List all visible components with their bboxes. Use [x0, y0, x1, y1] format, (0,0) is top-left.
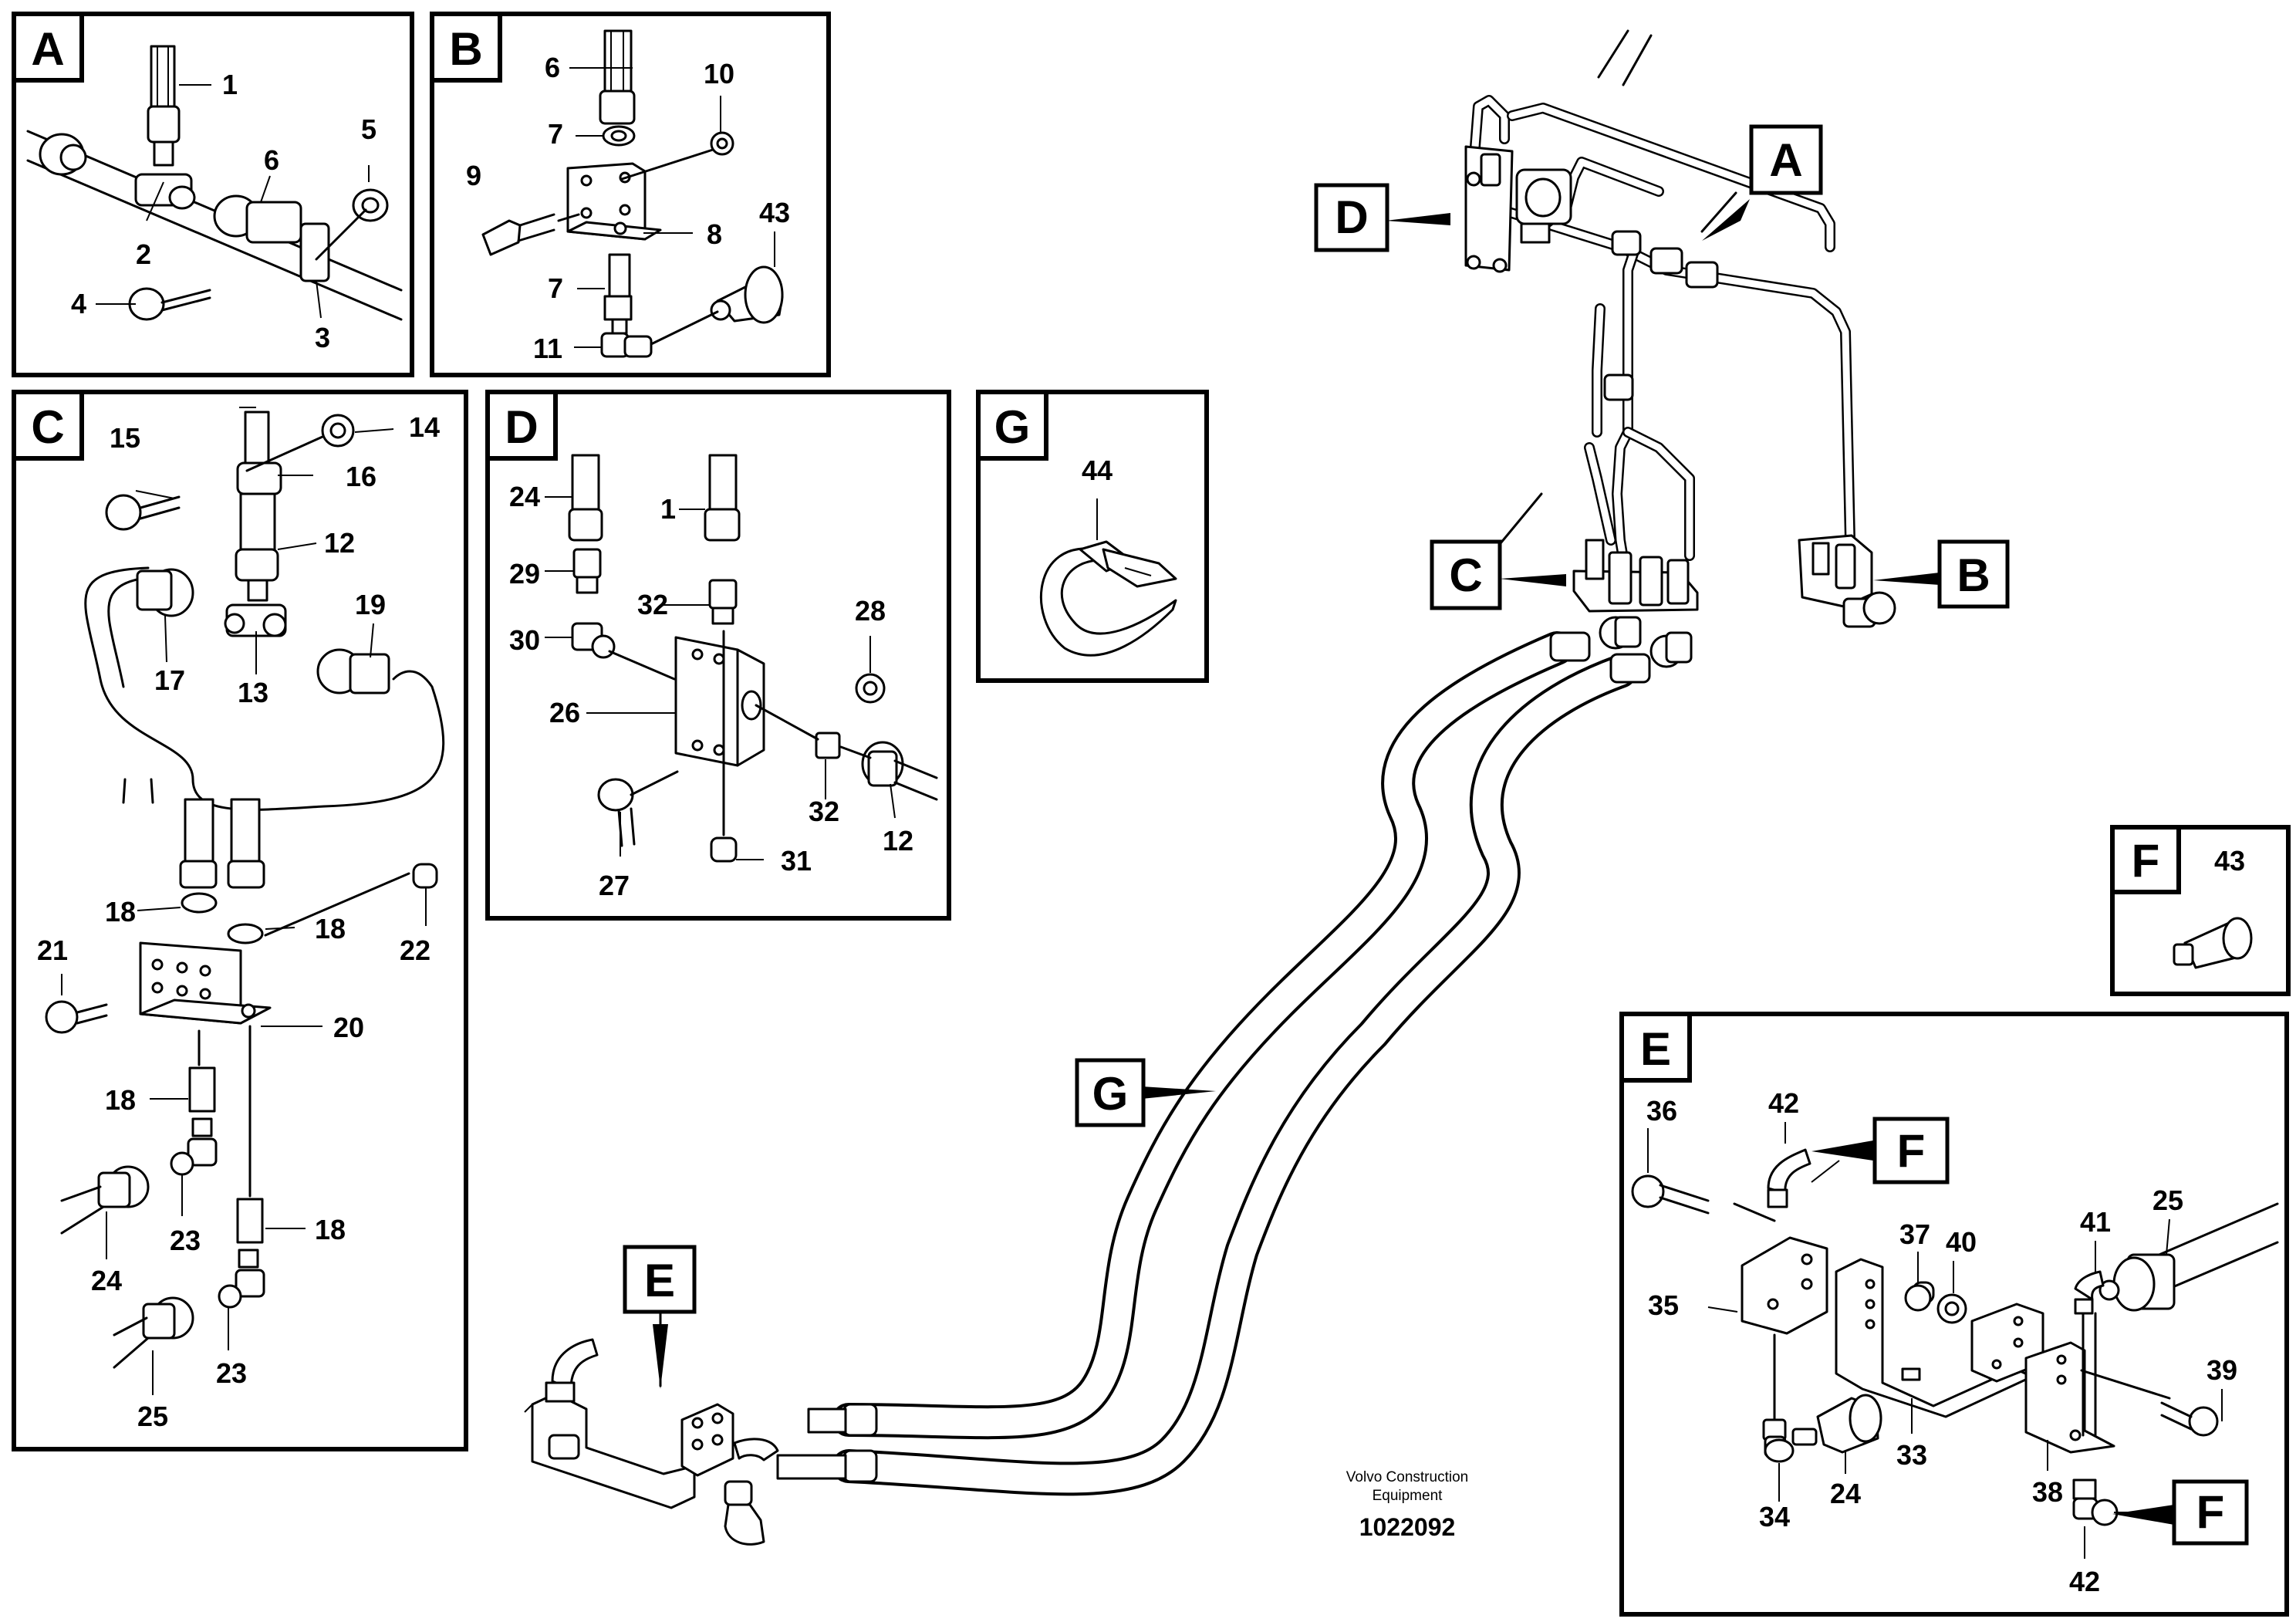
part-label: 25 — [137, 1401, 168, 1432]
detail-panel-g: G 44 — [976, 390, 1209, 683]
panel-artwork — [26, 45, 403, 321]
part-label: 34 — [1759, 1501, 1790, 1532]
part-label: 24 — [509, 481, 540, 512]
part-label: 44 — [1082, 454, 1113, 486]
part-label: 6 — [264, 144, 279, 176]
detail-panel-b: B — [430, 12, 831, 377]
panel-letter: B — [449, 23, 482, 75]
panel-letter: G — [994, 401, 1031, 453]
part-label: 15 — [110, 422, 140, 454]
part-label: 23 — [170, 1225, 201, 1256]
callout-letter-f: F — [2196, 1486, 2225, 1538]
part-label: 42 — [2069, 1566, 2100, 1597]
manufacturer-line-2: Equipment — [1373, 1488, 1443, 1504]
manufacturer-line-1: Volvo Construction — [1346, 1469, 1468, 1485]
part-label: 29 — [509, 558, 540, 590]
part-label: 7 — [548, 272, 563, 304]
part-label: 16 — [346, 461, 376, 492]
part-label: 32 — [809, 796, 839, 827]
part-label: 7 — [548, 118, 563, 150]
part-label: 25 — [2152, 1184, 2183, 1216]
callout-letter-e: E — [644, 1255, 675, 1306]
part-label: 11 — [533, 333, 562, 364]
part-label: 14 — [409, 411, 440, 443]
part-label: 37 — [1899, 1218, 1930, 1250]
part-label: 19 — [355, 589, 386, 620]
part-label: 43 — [2214, 845, 2245, 877]
panel-artwork — [1631, 1122, 2279, 1559]
part-label: 13 — [238, 677, 268, 708]
part-label: 18 — [105, 896, 136, 928]
part-label: 21 — [37, 934, 68, 966]
detail-panel-f: F 43 — [2110, 825, 2291, 996]
part-label: 24 — [1830, 1478, 1861, 1509]
part-label: 42 — [1768, 1087, 1799, 1119]
part-label: 18 — [105, 1084, 136, 1116]
part-label: 31 — [781, 845, 812, 877]
panel-artwork — [545, 454, 938, 863]
part-label: 40 — [1946, 1226, 1977, 1258]
part-label: 12 — [324, 527, 355, 559]
part-label: 12 — [883, 825, 913, 857]
detail-panel-d: D — [485, 390, 951, 921]
callout-letter-g: G — [1092, 1068, 1129, 1120]
part-label: 9 — [466, 160, 481, 191]
part-label: 26 — [549, 697, 580, 728]
part-label: 10 — [704, 58, 734, 90]
detail-panel-c: C — [12, 390, 468, 1451]
part-label: 35 — [1648, 1289, 1679, 1321]
part-label: 8 — [707, 218, 722, 250]
part-label: 3 — [315, 322, 330, 353]
part-label: 30 — [509, 624, 540, 656]
part-label: 23 — [216, 1357, 247, 1389]
part-label: 27 — [599, 870, 630, 901]
callout-letter-d: D — [1335, 191, 1368, 243]
panel-artwork — [481, 29, 784, 358]
panel-letter: C — [31, 401, 64, 453]
part-label: 18 — [315, 1214, 346, 1245]
part-label: 6 — [545, 52, 560, 83]
callout-letter-a: A — [1769, 134, 1802, 186]
part-label: 43 — [759, 197, 790, 228]
panel-letter: A — [31, 23, 64, 75]
panel-letter: E — [1640, 1023, 1671, 1075]
part-label: 1 — [660, 493, 676, 525]
callout-letter-c: C — [1449, 549, 1482, 601]
callout-letter-b: B — [1957, 549, 1990, 601]
part-label: 33 — [1896, 1439, 1927, 1471]
callout-letter-f: F — [1897, 1125, 1926, 1177]
part-label: 17 — [154, 664, 185, 696]
part-label: 41 — [2080, 1206, 2111, 1238]
detail-panel-e: E — [1619, 1012, 2289, 1617]
panel-letter: F — [2132, 835, 2160, 887]
part-label: 5 — [361, 113, 376, 145]
part-label: 20 — [333, 1012, 364, 1043]
part-label: 39 — [2207, 1354, 2237, 1386]
panel-letter: D — [505, 401, 538, 453]
part-label: 1 — [222, 69, 238, 100]
part-label: 18 — [315, 913, 346, 944]
part-label: 22 — [400, 934, 430, 966]
detail-panel-a: A 1 — [12, 12, 414, 377]
part-label: 36 — [1646, 1095, 1677, 1127]
part-label: 4 — [71, 288, 86, 319]
part-label: 32 — [637, 589, 668, 620]
cable-tie-artwork — [1040, 498, 1177, 657]
part-label: 2 — [136, 238, 151, 270]
part-label: 28 — [855, 595, 886, 627]
sensor-artwork — [2173, 917, 2253, 969]
footer: Volvo Construction Equipment 1022092 — [1346, 1469, 1468, 1541]
document-number: 1022092 — [1359, 1513, 1456, 1541]
part-label: 24 — [91, 1265, 122, 1296]
main-callouts: D A C B G E — [623, 124, 2010, 1314]
part-label: 38 — [2032, 1476, 2063, 1508]
main-assembly — [524, 29, 1940, 1546]
panel-artwork — [45, 407, 445, 1395]
